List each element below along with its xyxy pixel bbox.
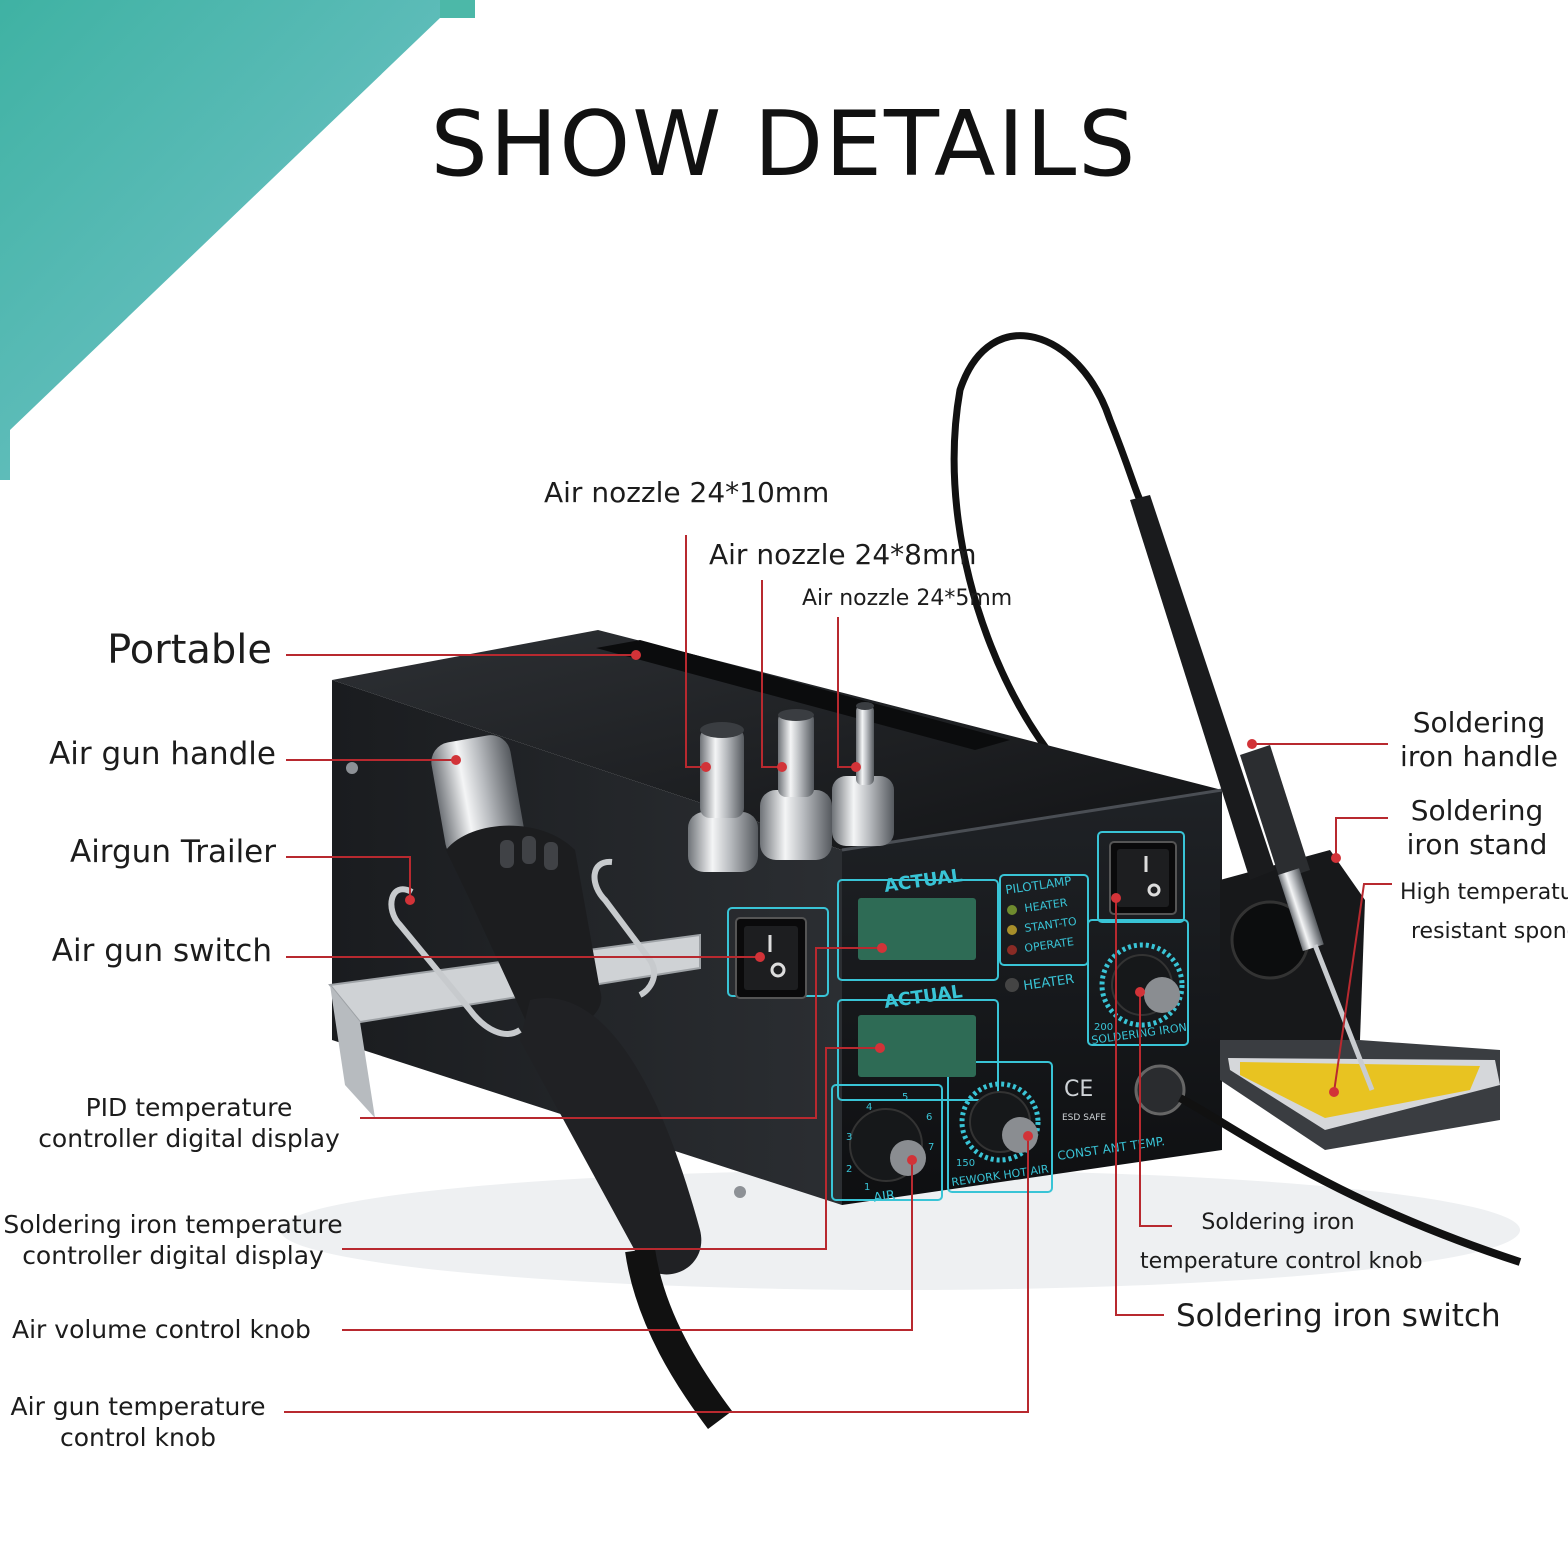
soldering-iron-power-switch [1109,841,1177,915]
panel-lamp-heater: HEATER [1024,896,1069,915]
iron-temp-knob [1099,942,1185,1028]
airgun-trailer [388,886,522,1037]
callout-portable: Portable [107,627,272,673]
callout-pid-display-line1: PID temperature [85,1093,293,1122]
callout-airgun-trailer: Airgun Trailer [69,834,276,870]
callout-air-gun-handle: Air gun handle [49,736,276,772]
iron-connector [1134,1064,1186,1116]
callout-air-nozzle-10mm: Air nozzle 24*10mm [544,476,830,509]
panel-iron-scale-200: 200 [1094,1022,1113,1033]
callout-iron-handle: Soldering iron handle [1396,706,1562,774]
teal-corner-decoration [0,0,475,480]
air-scale-7: 7 [928,1142,934,1153]
callout-iron-stand-line2: iron stand [1406,828,1548,862]
callout-air-gun-temp-knob: Air gun temperature control knob [0,1392,276,1453]
panel-hot-air-scale-150: 150 [956,1158,975,1169]
callout-iron-stand: Soldering iron stand [1394,794,1560,862]
panel-esd-safe: ESD SAFE [1062,1113,1106,1123]
callout-iron-temp-knob-line2: temperature control knob [1140,1248,1423,1274]
callout-iron-handle-line2: iron handle [1400,740,1558,774]
ce-mark-icon: CE [1064,1077,1093,1102]
callout-iron-stand-line1: Soldering [1410,794,1544,827]
callout-iron-switch: Soldering iron switch [1176,1298,1501,1334]
callout-iron-handle-line1: Soldering [1412,706,1546,739]
air-scale-6: 6 [926,1112,932,1123]
pid-display-screen [858,898,976,960]
callout-pid-display: PID temperature controller digital displ… [14,1093,364,1154]
callout-air-gun-temp-knob-line1: Air gun temperature [10,1392,266,1421]
floor-shadow [280,1170,1520,1290]
iron-cable [950,332,1144,822]
iron-display-screen [858,1015,976,1077]
callout-air-nozzle-5mm: Air nozzle 24*5mm [802,586,1013,611]
panel-air: AIR [872,1188,896,1206]
air-scale-4: 4 [866,1102,872,1113]
air-nozzles [688,702,894,872]
air-volume-knob [849,1108,926,1182]
callout-leader-lines [284,535,1392,1413]
callout-pid-display-line2: controller digital display [38,1123,340,1153]
callout-sponge: High temperature resistant sponge [1400,874,1568,951]
callout-iron-display-line2: controller digital display [22,1240,324,1270]
air-volume-scale: 1 2 3 4 5 6 7 [846,1092,934,1193]
callout-air-nozzle-8mm: Air nozzle 24*8mm [709,538,977,571]
panel-heater-indicator: HEATER [1022,972,1075,994]
front-panel-outlines [727,831,1189,1201]
air-scale-1: 1 [864,1182,870,1193]
soldering-iron-pen [1130,495,1375,1091]
callout-iron-display: Soldering iron temperature controller di… [0,1210,346,1271]
callout-iron-temp-knob-line1: Soldering iron [1201,1210,1355,1235]
callout-air-gun-temp-knob-line2: control knob [59,1422,217,1452]
callout-iron-temp-knob: Soldering iron temperature control knob [1140,1204,1423,1281]
callout-air-volume-knob: Air volume control knob [12,1315,311,1344]
callout-iron-display-line1: Soldering iron temperature [3,1210,343,1239]
air-scale-5: 5 [902,1092,908,1103]
air-scale-2: 2 [846,1164,852,1175]
callout-air-gun-switch: Air gun switch [51,933,272,969]
iron-stand-and-sponge [1220,850,1500,1150]
callout-sponge-line1: High temperature [1400,880,1568,905]
callout-dots [405,650,1341,1165]
air-gun-power-switch [735,917,807,999]
callout-sponge-line2: resistant sponge [1411,918,1568,944]
hot-air-gun [431,735,733,1429]
air-scale-3: 3 [846,1132,852,1143]
page-title: SHOW DETAILS [430,92,1138,197]
